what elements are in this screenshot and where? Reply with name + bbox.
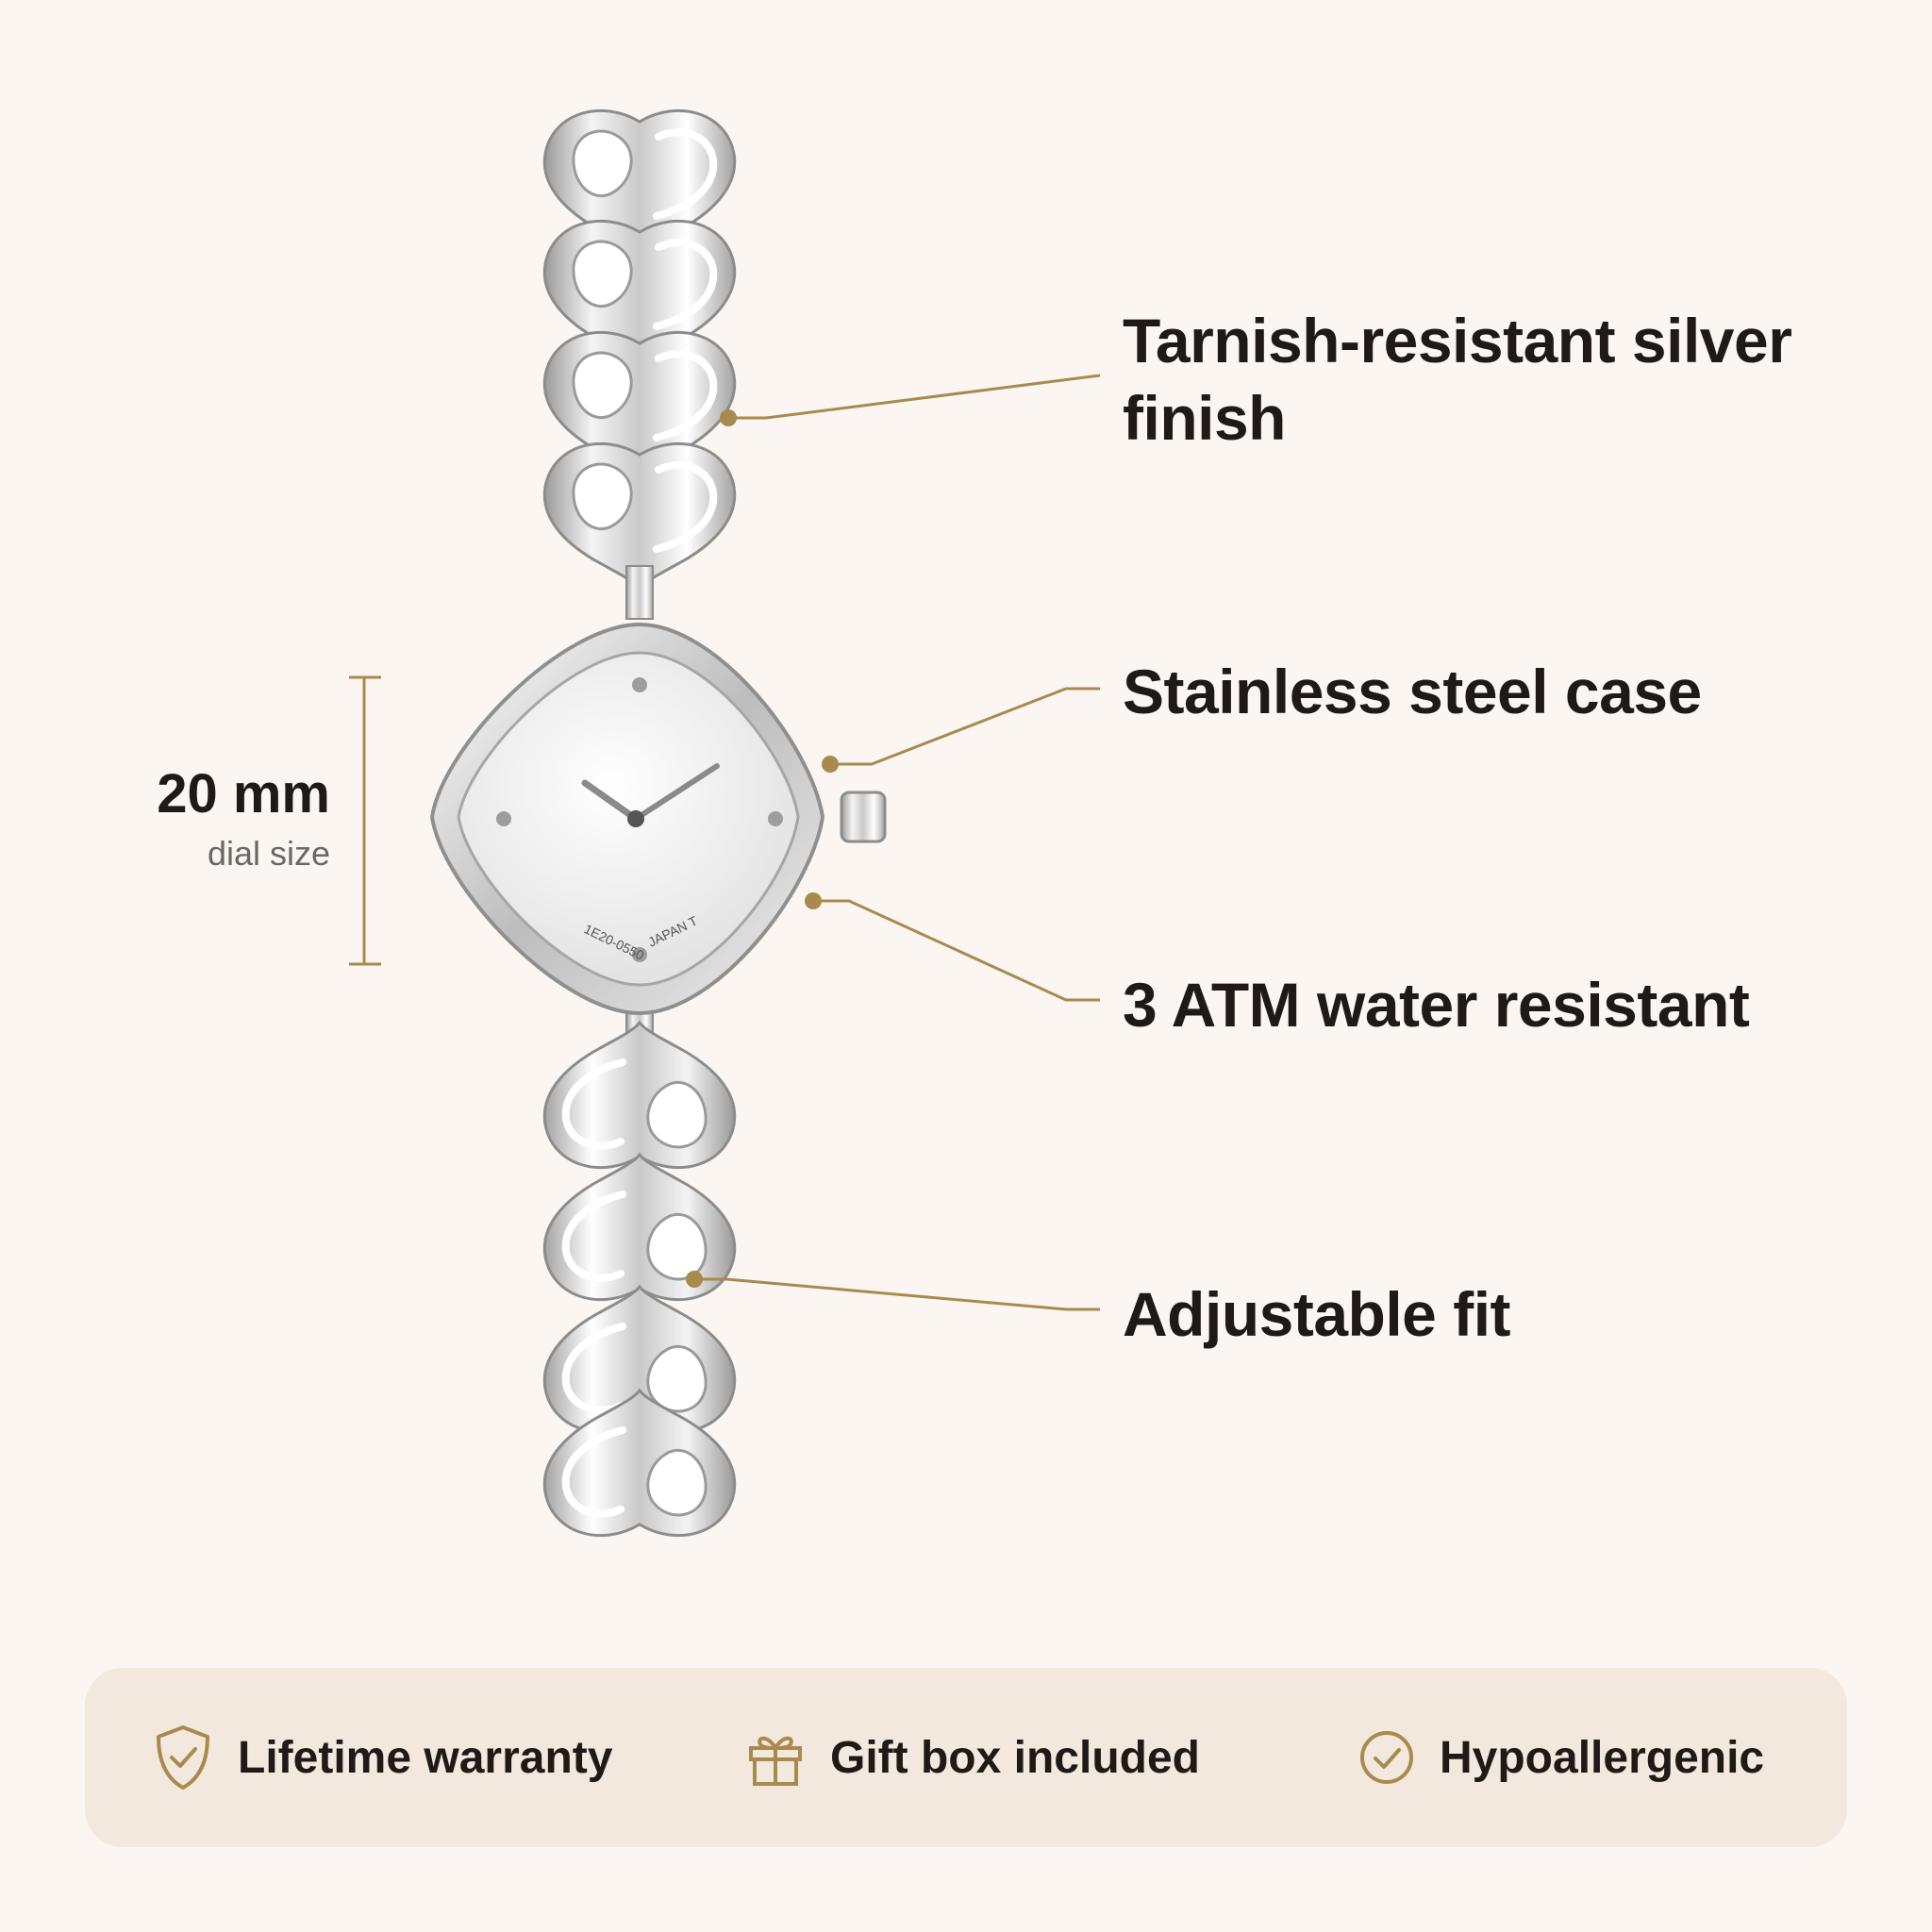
leader-water bbox=[813, 899, 1100, 1002]
callout-dots bbox=[686, 409, 839, 1288]
index-9 bbox=[496, 811, 511, 826]
index-3 bbox=[768, 811, 783, 826]
leader-case bbox=[830, 687, 1100, 766]
bracelet-lower bbox=[544, 1012, 734, 1536]
dial-size-caption: dial size bbox=[207, 834, 330, 873]
dial-size-value: 20 mm bbox=[157, 763, 330, 824]
badge-lifetime-warranty: Lifetime warranty bbox=[153, 1668, 612, 1847]
index-12 bbox=[632, 677, 647, 692]
feature-stainless-case: Stainless steel case bbox=[1123, 657, 1702, 726]
hour-hand bbox=[581, 779, 640, 823]
index-6 bbox=[632, 947, 647, 962]
leader-fit bbox=[694, 1277, 1100, 1311]
feature-tarnish-resistant: Tarnish-resistant silver finish bbox=[1123, 306, 1792, 453]
dot-tarnish bbox=[720, 409, 737, 426]
badge-label: Gift box included bbox=[830, 1732, 1200, 1783]
dot-water bbox=[805, 892, 822, 909]
dimension-bracket bbox=[349, 675, 381, 966]
shield-check-icon bbox=[157, 1725, 209, 1790]
crown bbox=[840, 791, 887, 843]
callout-leaders bbox=[694, 374, 1101, 1311]
watch-case: 1E20-0550 JAPAN T bbox=[429, 622, 887, 1016]
leader-tarnish bbox=[728, 374, 1101, 420]
badge-hypoallergenic: Hypoallergenic bbox=[1358, 1668, 1764, 1847]
minute-hand bbox=[633, 763, 720, 822]
benefits-bar: Lifetime warranty Gift box included Hypo… bbox=[85, 1668, 1847, 1847]
dot-case bbox=[822, 756, 839, 773]
badge-label: Lifetime warranty bbox=[238, 1732, 613, 1783]
dot-fit bbox=[686, 1271, 703, 1288]
check-circle-icon bbox=[1360, 1731, 1413, 1784]
feature-water-resistant: 3 ATM water resistant bbox=[1123, 970, 1750, 1040]
badge-gift-box: Gift box included bbox=[745, 1668, 1200, 1847]
feature-adjustable-fit: Adjustable fit bbox=[1123, 1279, 1511, 1349]
hands-pinion bbox=[627, 810, 644, 827]
gift-box-icon bbox=[749, 1736, 802, 1786]
badge-label: Hypoallergenic bbox=[1440, 1732, 1765, 1783]
bracelet-upper bbox=[544, 110, 734, 620]
